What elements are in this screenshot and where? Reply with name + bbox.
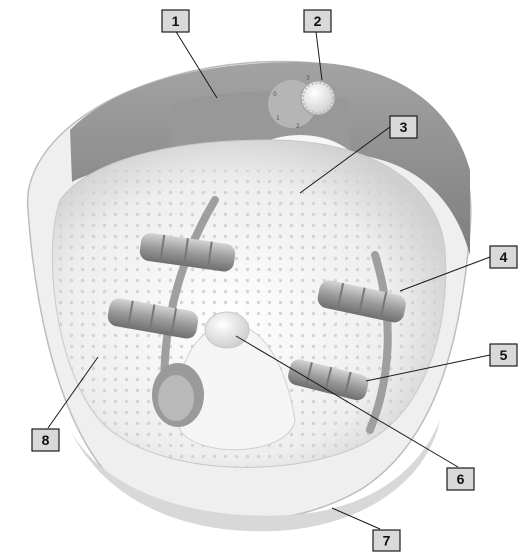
selector-dial: 0 1 2 3: [268, 75, 336, 130]
right-track: [366, 251, 392, 434]
leader-line-6: [235, 335, 459, 468]
svg-text:1: 1: [172, 13, 180, 29]
base-rim: [70, 420, 440, 532]
dial-mark: 1: [276, 115, 280, 122]
svg-text:8: 8: [42, 432, 50, 448]
top-housing: [70, 62, 470, 255]
leader-line-2: [315, 31, 323, 81]
svg-text:6: 6: [457, 471, 465, 487]
dial-mark: 0: [273, 91, 277, 98]
roller-upper-right: [317, 280, 406, 323]
svg-text:3: 3: [400, 119, 408, 135]
callout-8: 8: [31, 428, 60, 452]
svg-text:5: 5: [500, 347, 508, 363]
svg-text:7: 7: [383, 533, 391, 549]
leader-line-1: [174, 29, 218, 99]
roller-lower-left: [107, 298, 199, 339]
drain-recess-inner: [158, 375, 194, 421]
magnet-knob: [204, 311, 250, 349]
callout-7: 7: [372, 529, 401, 552]
callout-4: 4: [489, 245, 518, 269]
leader-line-7: [331, 507, 381, 530]
leader-line-5: [365, 354, 491, 382]
callout-2: 2: [303, 9, 332, 33]
dial-mark: 3: [306, 75, 310, 82]
roller-upper-left: [139, 233, 236, 272]
leader-line-8: [47, 356, 99, 429]
center-hump: [176, 324, 296, 451]
svg-text:2: 2: [314, 13, 322, 29]
leader-line-4: [399, 256, 491, 292]
roller-lower-right: [288, 359, 369, 401]
callout-1: 1: [161, 9, 190, 33]
svg-text:4: 4: [500, 249, 508, 265]
callout-6: 6: [446, 467, 475, 491]
callout-3: 3: [389, 115, 418, 139]
dial-mark: 2: [296, 123, 300, 130]
callout-5: 5: [489, 343, 518, 367]
leader-line-3: [299, 126, 391, 194]
